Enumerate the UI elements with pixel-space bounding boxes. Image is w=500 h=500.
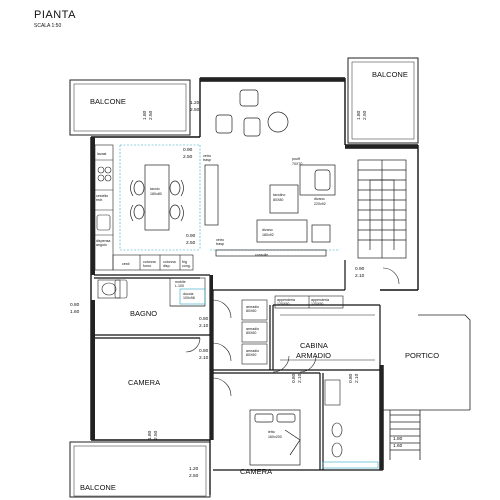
furniture-label: mobile — [175, 280, 186, 284]
room-label-balcone: BALCONE — [372, 70, 408, 79]
furniture-label: 80X60 — [246, 353, 256, 357]
doors — [185, 267, 400, 397]
room-label-portico: PORTICO — [405, 351, 439, 360]
dim-label: 0.90 — [186, 233, 196, 239]
portico — [383, 314, 471, 460]
dim-label: 1.60 — [393, 443, 403, 449]
furniture-label: divano — [314, 197, 325, 201]
dim-label: 0.80 — [348, 373, 354, 383]
furniture-label: 80X80 — [273, 198, 283, 202]
room-label-balcone: BALCONE — [90, 97, 126, 106]
dim-label: 2.10 — [199, 323, 209, 329]
furniture-label: 80X60 — [246, 331, 256, 335]
dim-label: 1.20 — [189, 466, 199, 472]
dim-label: 2.10 — [355, 273, 365, 279]
furniture-label: cestello — [96, 194, 108, 198]
wardrobes — [241, 295, 375, 365]
interior-walls — [94, 260, 383, 471]
bathroom-fixtures — [97, 277, 206, 307]
furniture-label: 180x92 — [262, 233, 274, 237]
furniture-label: letto — [268, 430, 275, 434]
scale-label: SCALA 1:50 — [34, 23, 62, 29]
furniture-label: doccia — [183, 292, 193, 296]
room-label-camera: CAMERA — [128, 378, 160, 387]
dim-label: 2.50 — [148, 110, 154, 120]
furniture-label: armadio — [246, 349, 259, 353]
dim-label: 1.80 — [393, 436, 403, 442]
furniture-label: disp. — [163, 264, 171, 268]
furniture-label: frig — [182, 260, 187, 264]
furniture-label: 220x92 — [314, 202, 326, 206]
dim-label: 0.80 — [291, 373, 297, 383]
living-furniture — [204, 89, 336, 257]
ensuite-fixtures — [322, 379, 379, 469]
furniture-label: consolle — [255, 253, 268, 257]
furniture-label: trasp — [216, 242, 224, 246]
dim-label: 2.50 — [153, 430, 159, 440]
furniture-label: estr. — [96, 198, 103, 202]
room-label-camera: CAMERA — [240, 467, 272, 476]
furniture-label: armadio — [246, 327, 259, 331]
dim-label: 1.20 — [190, 100, 200, 106]
dim-label: 1.80 — [142, 110, 148, 120]
dim-label: 2.10 — [354, 373, 360, 383]
dim-label: 2.50 — [186, 240, 196, 246]
furniture-label: armadio — [246, 305, 259, 309]
dim-label: 2.50 — [190, 107, 200, 113]
furniture-label: 180x80 — [150, 192, 162, 196]
furniture-label: cesti — [122, 262, 130, 266]
dim-label: 2.50 — [189, 473, 199, 479]
furniture-label: appenderia — [277, 298, 295, 302]
stair — [357, 159, 407, 259]
furniture-label: colonna — [163, 260, 176, 264]
furniture-label: dispensa — [96, 239, 110, 243]
room-label-bagno: BAGNO — [130, 309, 157, 318]
page-title: PIANTA — [34, 9, 76, 21]
room-label-balcone: BALCONE — [80, 483, 116, 492]
furniture-label: cong. — [182, 264, 191, 268]
furniture-label: divano — [262, 228, 273, 232]
furniture-label: tavolino — [273, 193, 285, 197]
furniture-label: pouff — [292, 157, 300, 161]
room-label-cabina: CABINA — [300, 341, 328, 350]
furniture-label: 100x98 — [183, 296, 195, 300]
furniture-label: colonna — [143, 260, 156, 264]
furniture-label: vetro — [203, 154, 211, 158]
dim-label: 2.10 — [199, 355, 209, 361]
room-label-armadio: ARMADIO — [296, 351, 331, 360]
furniture-label: appenderia — [311, 298, 329, 302]
furniture-label: vetro — [216, 238, 224, 242]
furniture-label: trasp — [203, 158, 211, 162]
furniture-label: tavolo — [150, 187, 160, 191]
wall-fills — [91, 78, 418, 470]
kitchen-units — [94, 144, 194, 271]
furniture-label: L.100 — [175, 284, 184, 288]
dim-label: 1.80 — [147, 430, 153, 440]
furniture-label: 120X50 — [277, 302, 289, 306]
dim-label: 2.10 — [297, 373, 303, 383]
dim-label: 0.80 — [199, 348, 209, 354]
furniture-label: angolo — [96, 243, 107, 247]
dim-label: 0.80 — [70, 302, 80, 308]
furniture-label: lavast — [97, 152, 106, 156]
dining-table — [130, 164, 184, 231]
dim-label: 0.80 — [199, 316, 209, 322]
furniture-label: 70X70 — [292, 162, 302, 166]
dim-label: 1.60 — [70, 309, 80, 315]
balconies — [69, 57, 419, 498]
dim-label: 0.90 — [183, 147, 193, 153]
dim-label: 0.90 — [355, 266, 365, 272]
dim-label: 2.50 — [362, 110, 368, 120]
furniture-label: 80X60 — [246, 309, 256, 313]
furniture-label: 160x200 — [268, 435, 282, 439]
outer-walls — [90, 77, 419, 495]
dim-label: 1.80 — [356, 110, 362, 120]
furniture-label: 120X50 — [311, 302, 323, 306]
furniture-label: forno — [143, 264, 151, 268]
dim-label: 2.50 — [183, 154, 193, 160]
bed — [249, 409, 301, 466]
